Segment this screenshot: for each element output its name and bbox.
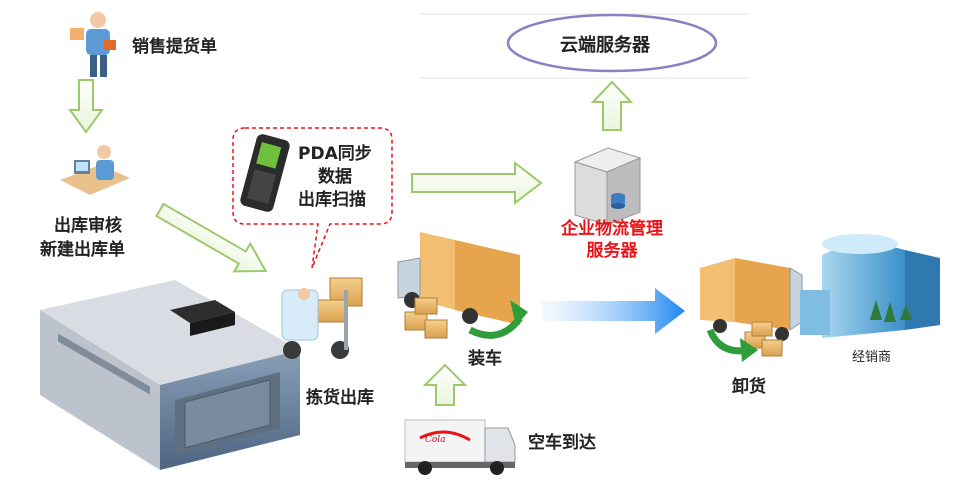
picking-label: 拣货出库 bbox=[306, 388, 374, 408]
arrow-up-cloud bbox=[590, 80, 634, 131]
dealer-label: 经销商 bbox=[852, 350, 892, 365]
review-desk-icon bbox=[60, 145, 130, 195]
truck-brand-text: Cola bbox=[425, 435, 446, 445]
forklift-icon bbox=[281, 277, 363, 359]
empty-truck-label: 空车到达 bbox=[528, 433, 596, 453]
loading-label: 装车 bbox=[468, 349, 502, 369]
arrow-blue-delivery bbox=[542, 288, 685, 334]
pda-device-icon bbox=[240, 134, 290, 212]
arrow-diagonal bbox=[155, 202, 268, 273]
cloud-server-ellipse bbox=[420, 13, 750, 79]
loading-truck-icon bbox=[397, 232, 528, 339]
server-label-line1: 企业物流管理 bbox=[561, 219, 663, 239]
server-label-line2: 服务器 bbox=[586, 241, 638, 261]
empty-truck-icon: Cola bbox=[404, 419, 516, 475]
cloud-server-label: 云端服务器 bbox=[560, 35, 650, 56]
sales-person-icon bbox=[70, 12, 116, 77]
unloading-label: 卸货 bbox=[732, 377, 766, 397]
unloading-truck-icon bbox=[700, 258, 803, 362]
review-label-line2: 新建出库单 bbox=[40, 240, 125, 260]
pda-label-line3: 出库扫描 bbox=[298, 190, 366, 210]
dealer-building-icon bbox=[800, 234, 940, 338]
pda-label-line1: PDA同步 bbox=[298, 144, 372, 164]
review-label-line1: 出库审核 bbox=[54, 216, 122, 236]
sales-order-label: 销售提货单 bbox=[132, 37, 217, 57]
pda-callout bbox=[232, 127, 393, 269]
pda-label-line2: 数据 bbox=[318, 167, 352, 187]
arrow-up-truck bbox=[422, 363, 468, 406]
server-icon bbox=[573, 147, 642, 226]
arrow-right-pda bbox=[411, 160, 543, 206]
arrow-down-1 bbox=[68, 79, 104, 134]
warehouse-icon bbox=[40, 280, 300, 470]
